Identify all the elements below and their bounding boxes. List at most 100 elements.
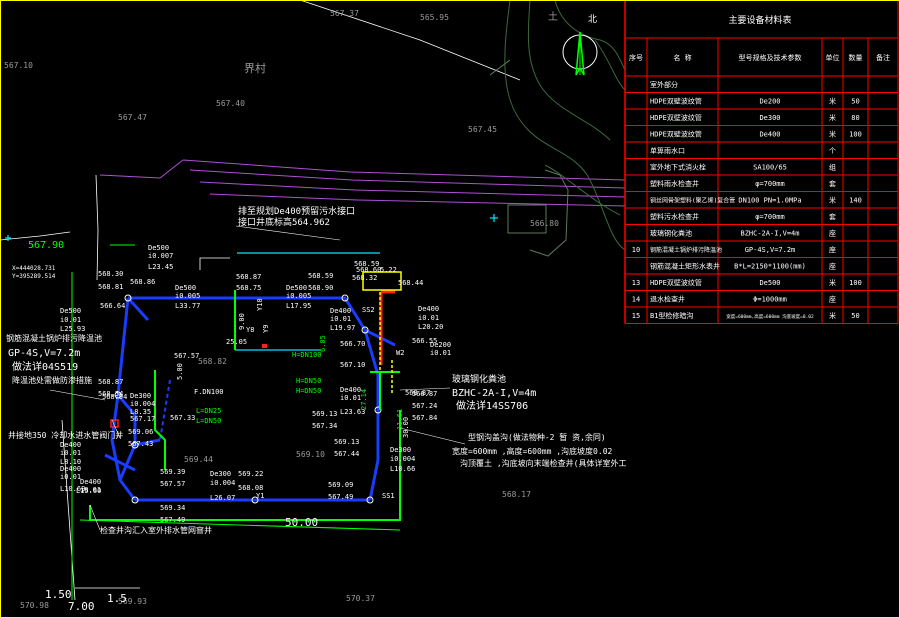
pipe-label-p36: L25.93 [60, 325, 85, 333]
pipe-label-p25: L19.97 [330, 324, 355, 332]
pipe-label-p83: 9.00 [238, 313, 246, 330]
cyan-pipes [235, 252, 380, 351]
pipe-label-p48: L23.63 [340, 408, 365, 416]
green-label-g1: H=DN50 [296, 377, 321, 385]
pipe-label-p72: 568.08 [238, 484, 263, 492]
table-cell-11-1: 钢筋混凝土矩形水表井 [650, 262, 720, 271]
contour-lines [504, 0, 626, 251]
pipe-label-p53: i0.004 [130, 400, 155, 408]
pipe-label-p77: 567.49 [328, 493, 353, 501]
pipe-label-p17: 568.90 [308, 284, 333, 292]
elevation-e5: 567.47 [118, 113, 147, 122]
table-cell-10-2: GP-4S,V=7.2m [745, 246, 796, 254]
table-cell-12-4: 100 [849, 279, 862, 287]
table-cell-6-3: 套 [829, 179, 836, 188]
table-cell-13-0: 14 [632, 296, 640, 304]
table-cell-5-2: SA100/65 [753, 164, 787, 172]
ditch-note-3: 沟顶覆土 ,沟底坡向末端检查井(具体详室外工 [460, 458, 626, 468]
table-cell-6-2: φ=700mm [755, 180, 785, 188]
table-cell-12-3: 米 [829, 278, 836, 287]
elevation-e13: 570.98 [20, 601, 49, 610]
well-id-w5: Y1 [256, 492, 264, 500]
pipe-label-p61: L10.69 [60, 485, 85, 493]
green-label-g4: L=DN25 [196, 407, 221, 415]
table-cell-7-1: 钢丝网骨架塑料(聚乙烯)复合管 [650, 197, 735, 205]
leader-line [235, 225, 341, 241]
table-cell-14-2: 宽度=600mm,高度=600mm 沟底坡度=0.02 [726, 313, 814, 320]
table-cell-1-4: 50 [851, 98, 859, 106]
septic-note-1: 玻璃钢化粪池 [452, 373, 506, 385]
table-header-2: 型号规格及技术参数 [739, 53, 802, 62]
pipe-label-p85: 7.00 [68, 600, 95, 613]
pipe-label-p56: De400 [60, 441, 81, 449]
table-header-5: 备注 [876, 53, 890, 62]
pipe-label-p82: 30.00 [402, 417, 410, 438]
pipe-label-p32: 566.70 [340, 340, 365, 348]
pipe-label-p89: F.DN100 [194, 388, 224, 396]
table-cell-1-3: 米 [829, 97, 836, 106]
table-header-0: 序号 [629, 53, 643, 62]
pipe-label-p8: De500 [175, 284, 196, 292]
elevation-e8: 567.90 [28, 240, 64, 251]
pipe-label-p79: i0.004 [390, 455, 415, 463]
pipe-label-p73: De300 [210, 470, 231, 478]
table-cell-13-3: 座 [829, 295, 836, 304]
elevation-e9: 568.82 [198, 357, 227, 366]
table-header-1: 名 称 [673, 53, 691, 62]
pipe-label-p21: 568.32 [352, 274, 377, 282]
green-label-g5: L=DN50 [196, 417, 221, 425]
bottom-note: 检查井沟汇入室外排水管网窨井 [100, 525, 212, 535]
pipe-label-p66: 567.43 [128, 440, 153, 448]
pipe-label-p49: 567.34 [312, 422, 337, 430]
pipe-label-p87: 568.87 [405, 389, 430, 397]
table-header-3: 单位 [826, 53, 840, 62]
pipe-label-p64: L15.60 [76, 487, 101, 495]
table-cell-12-0: 13 [632, 279, 640, 287]
pipe-label-p4: 568.30 [98, 270, 123, 278]
elevation-e10: 569.44 [184, 455, 213, 464]
outfall-note-1: 排至规划De400预留污水接口 [238, 205, 355, 217]
table-cell-2-4: 80 [851, 114, 859, 122]
table-cell-13-1: 退水检查井 [650, 295, 685, 304]
pipe-label-p57: i0.01 [60, 449, 81, 457]
elevation-e14: 569.93 [118, 597, 147, 606]
elevation-e12: 568.17 [502, 490, 531, 499]
pipe-label-p27: i0.01 [418, 314, 439, 322]
well-id-w7: Y9 [262, 325, 270, 333]
pipe-label-p46: De400 [340, 386, 361, 394]
white-building-lines [61, 257, 230, 601]
pipe-label-p20: 5.22 [380, 266, 397, 274]
table-cell-14-3: 米 [829, 311, 836, 320]
pipe-label-p80: L10.66 [390, 465, 415, 473]
sewer-pipe-network [104, 296, 396, 502]
green-label-g8: 11.61 [396, 409, 404, 430]
yellow-features [362, 271, 402, 395]
table-cell-13-2: Φ=1000mm [753, 296, 787, 304]
elevation-e6: 567.45 [468, 125, 497, 134]
road-lines [99, 159, 626, 207]
table-cell-5-3: 组 [829, 163, 836, 172]
green-label-g2: H=DN50 [296, 387, 321, 395]
elevation-e3: 567.10 [4, 61, 33, 70]
pipe-label-p50: 569.13 [334, 438, 359, 446]
pipe-label-p9: i0.005 [175, 292, 200, 300]
pipe-label-p90: 5.00 [176, 363, 184, 380]
pipe-label-p10: L33.77 [175, 302, 200, 310]
tu-label: 土 [548, 10, 558, 23]
water-lines-thin [71, 244, 401, 600]
north-label: 北 [588, 14, 597, 25]
well-id-w6: W2 [396, 349, 404, 357]
boundary-lines [0, 0, 521, 281]
table-cell-7-4: 140 [849, 197, 862, 205]
pipe-label-p62: De400 [80, 478, 101, 486]
table-cell-14-1: B1型检修暗沟 [650, 311, 693, 320]
pipe-label-p54: L8.35 [130, 408, 151, 416]
north-arrow-icon: 北 [562, 14, 598, 76]
table-cell-12-1: HDPE双壁波纹管 [650, 278, 702, 287]
table-cell-4-1: 单箅雨水口 [650, 146, 685, 155]
table-cell-14-0: 15 [632, 312, 640, 320]
pipe-label-p76: 569.09 [328, 481, 353, 489]
pipe-label-p67: 569.39 [160, 468, 185, 476]
